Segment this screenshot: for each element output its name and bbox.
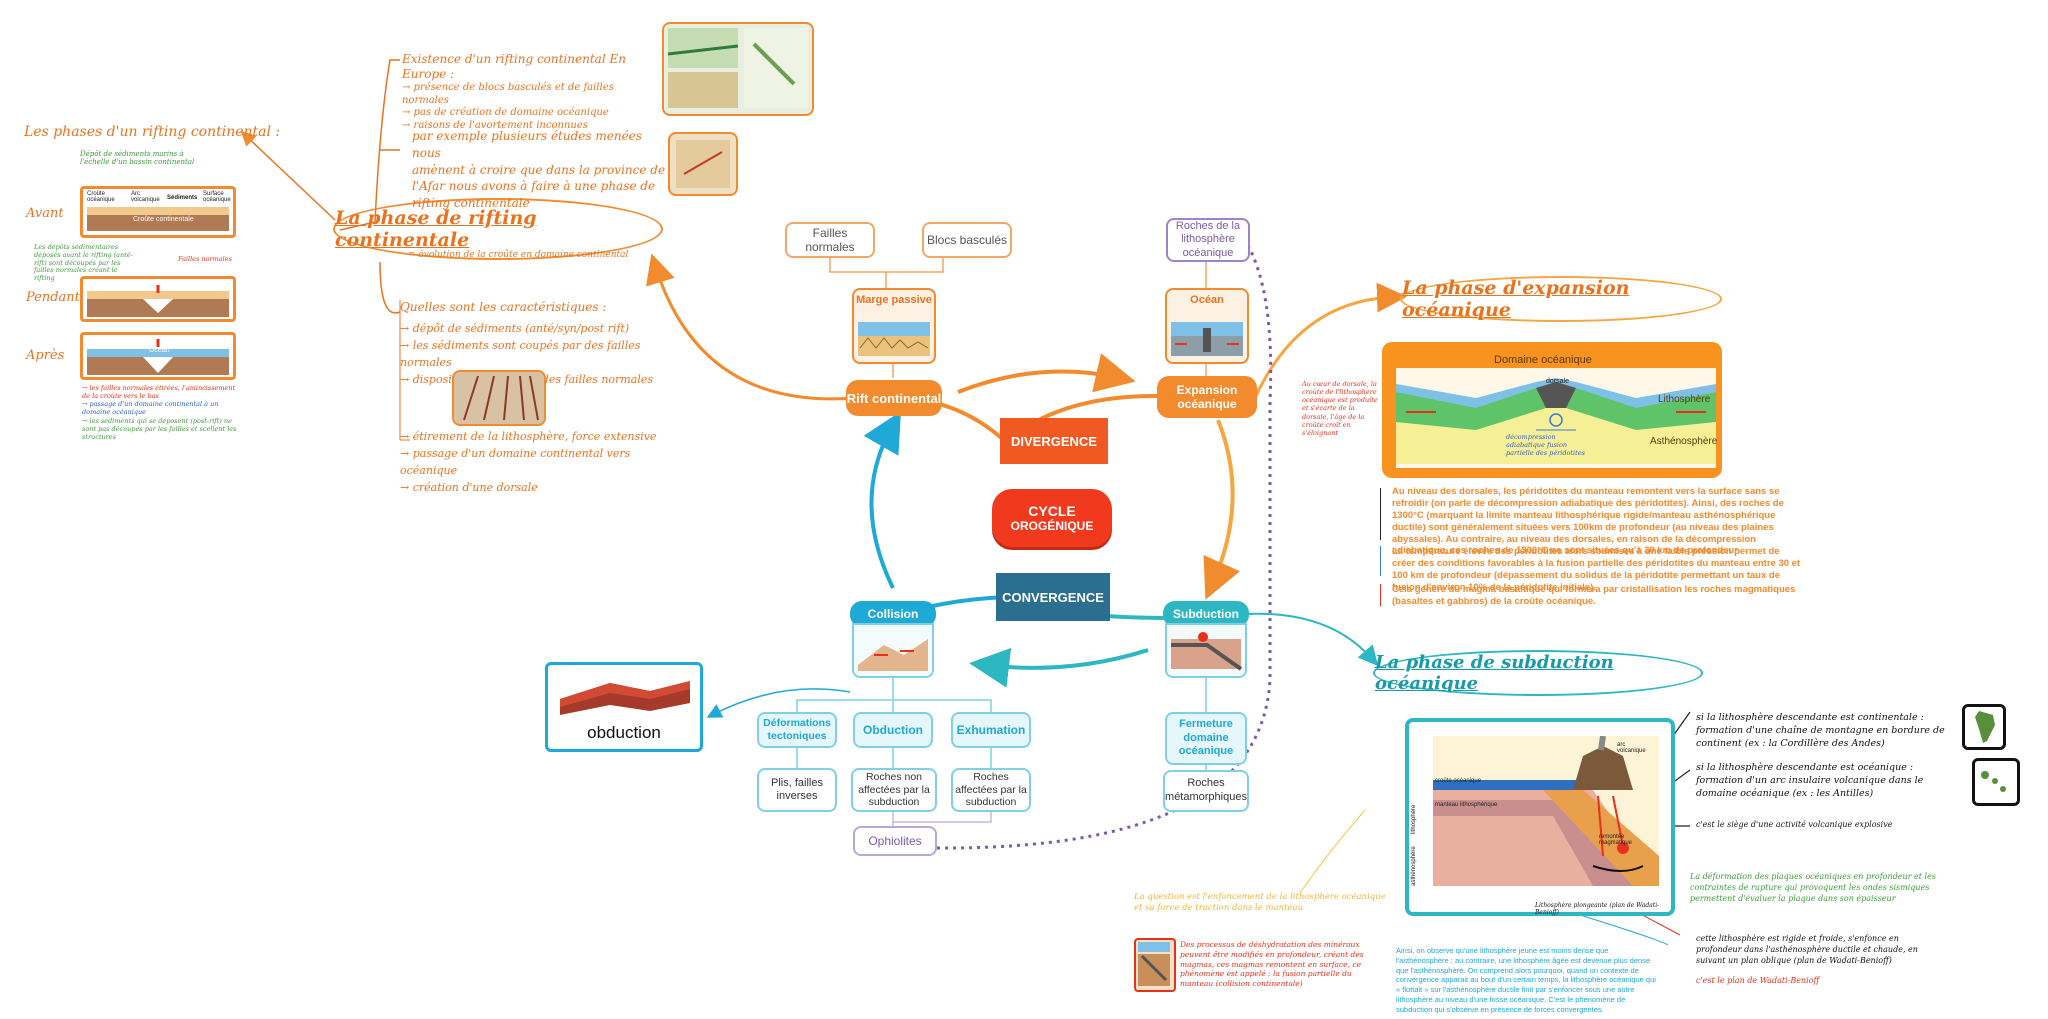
- expansion-panel[interactable]: Domaine océanique dorsale décompression …: [1382, 342, 1722, 478]
- node-blocs-bascules[interactable]: Blocs basculés: [922, 222, 1012, 258]
- left-note-failles: Failles normales: [178, 255, 232, 263]
- node-rift-continental[interactable]: Rift continental: [846, 380, 942, 416]
- lithosphere-label: Lithosphère: [1658, 394, 1711, 405]
- apres-label: Après: [26, 348, 65, 363]
- rifting-phases-title: Les phases d'un rifting continental :: [24, 124, 281, 140]
- collision-image: [858, 639, 928, 671]
- subduction-note-red: Des processus de déshydratation des miné…: [1180, 940, 1364, 988]
- dorsale-label: dorsale: [1546, 378, 1569, 385]
- expansion-paragraph-2: La température élevée des péridotites al…: [1392, 546, 1801, 593]
- divergence-box[interactable]: DIVERGENCE: [1000, 418, 1108, 464]
- node-roches-metamorphiques[interactable]: Roches métamorphiques: [1163, 770, 1249, 812]
- pendant-label: Pendant: [26, 290, 80, 305]
- ocean-title: Océan: [1190, 294, 1224, 306]
- decompression-label: décompression adiabatique fusion partiel…: [1506, 433, 1585, 457]
- marge-passive-title: Marge passive: [856, 294, 932, 306]
- expansion-phase-bubble[interactable]: La phase d'expansion océanique: [1400, 276, 1722, 322]
- subduction-note-continentale: si la lithosphère descendante est contin…: [1696, 712, 1945, 749]
- ophiolite-dotted-link: [936, 239, 1273, 850]
- convergence-label: CONVERGENCE: [1002, 589, 1104, 605]
- node-obduction[interactable]: Obduction: [853, 712, 933, 748]
- subduction-blue-paragraph: Ainsi, on observe qu'une lithosphère jeu…: [1396, 946, 1656, 1014]
- rifting-afar-notes: par exemple plusieurs études menées nous…: [412, 129, 666, 211]
- left-note-depot: Dépôt de sédiments marins à l'échelle d'…: [80, 150, 195, 167]
- rifting-characteristics-2: → étirement de la lithosphère, force ext…: [400, 430, 657, 495]
- subduction-note-black: cette lithosphère est rigide et froide, …: [1696, 934, 1918, 965]
- obduction-image-card[interactable]: obduction: [545, 662, 703, 752]
- antilles-map: [1972, 758, 2020, 806]
- ocean-card[interactable]: Océan: [1165, 288, 1249, 364]
- subduction-note-yellow: La question est l'enfoncement de la lith…: [1134, 892, 1386, 914]
- asthenosphere-label: Asthénosphère: [1650, 436, 1718, 447]
- marge-passive-card[interactable]: Marge passive: [852, 288, 936, 364]
- subduction-thumb: [1165, 623, 1247, 678]
- rifting-phase-title: La phase de rifting continentale: [335, 207, 537, 251]
- subduction-phase-title: La phase de subduction océanique: [1375, 652, 1614, 694]
- subduction-note-volcanique: c'est le siège d'une activité volcanique…: [1696, 820, 1893, 829]
- europe-map-image: [667, 28, 808, 108]
- afar-map-image: [676, 140, 730, 188]
- node-roches-lithosphere[interactable]: Roches de la lithosphère océanique: [1166, 218, 1250, 262]
- rifting-phase-subtitle: = évolution de la croûte en domaine cont…: [408, 250, 629, 260]
- collision-thumb: [852, 623, 934, 678]
- expansion-diagram: [1396, 368, 1716, 468]
- node-failles-normales[interactable]: Failles normales: [785, 222, 875, 258]
- subduction-panel[interactable]: arc volcanique croûte océanique manteau …: [1405, 718, 1675, 916]
- south-america-map: [1962, 704, 2006, 750]
- pendant-diagram[interactable]: [80, 276, 236, 322]
- failles-photo-thumb[interactable]: [452, 370, 546, 426]
- node-collision[interactable]: Collision: [850, 601, 936, 627]
- avant-diagram[interactable]: Croûte océanique Arc volcanique Sédiment…: [80, 186, 236, 238]
- convergence-box[interactable]: CONVERGENCE: [996, 573, 1110, 621]
- subduction-image: [1171, 632, 1243, 671]
- subduction-note-green: La déformation des plaques océaniques en…: [1690, 872, 1936, 903]
- afar-map-thumb[interactable]: [668, 132, 738, 196]
- node-subduction[interactable]: Subduction: [1163, 601, 1249, 627]
- cycle-orogenique-box[interactable]: CYCLE OROGÉNIQUE: [992, 489, 1112, 547]
- left-panel-notes: → les failles normales étirées, l'aminci…: [82, 384, 237, 441]
- expansion-brace: [1380, 488, 1385, 540]
- apres-diagram[interactable]: Océan: [80, 332, 236, 380]
- domaine-oceanique-label: Domaine océanique: [1494, 354, 1592, 366]
- europe-map-thumb[interactable]: [662, 22, 814, 116]
- arrow-rift-to-expansion: [957, 353, 1136, 394]
- node-expansion-oceanique[interactable]: Expansion océanique: [1157, 376, 1257, 418]
- arrow-subduction-to-collision: [969, 647, 1149, 688]
- obduction-illustration: [560, 681, 690, 715]
- expansion-brace-2: [1380, 546, 1385, 576]
- obduction-caption: obduction: [587, 723, 661, 742]
- node-deformations-tectoniques[interactable]: Déformations tectoniques: [757, 712, 837, 748]
- divergence-label: DIVERGENCE: [1011, 433, 1097, 449]
- subduction-small-thumb: [1134, 938, 1176, 992]
- arrow-expansion-to-subduction: [1203, 419, 1241, 600]
- marge-passive-image: [858, 322, 930, 356]
- expansion-note-left: Au cœur de dorsale, la croûte de l'litho…: [1302, 380, 1378, 437]
- node-ophiolites[interactable]: Ophiolites: [853, 826, 937, 856]
- expansion-brace-3: [1380, 584, 1385, 606]
- avant-label: Avant: [26, 206, 64, 221]
- failles-photo-image: [463, 375, 539, 421]
- cycle-label-2: OROGÉNIQUE: [1010, 519, 1094, 533]
- rifting-phase-bubble[interactable]: La phase de rifting continentale: [333, 198, 663, 260]
- subduction-phase-bubble[interactable]: La phase de subduction océanique: [1373, 650, 1703, 696]
- cycle-label-1: CYCLE: [1028, 503, 1076, 519]
- expansion-paragraph-3: Cela génère du magma basaltique qui form…: [1392, 584, 1796, 607]
- expansion-paragraph-1: Au niveau des dorsales, les péridotites …: [1392, 486, 1784, 557]
- left-note-depots-pendant: Les dépôts sédimentaires déposés avant l…: [34, 243, 133, 283]
- subduction-note-red-bottom: c'est le plan de Wadati-Benioff: [1696, 976, 1820, 985]
- subduction-note-oceanique: si la lithosphère descendante est océani…: [1696, 762, 1924, 799]
- ocean-image: [1171, 322, 1243, 356]
- subduction-diagram: [1433, 736, 1659, 886]
- node-exhumation[interactable]: Exhumation: [951, 712, 1031, 748]
- node-fermeture-domaine[interactable]: Fermeture domaine océanique: [1165, 712, 1247, 765]
- node-roches-affectees[interactable]: Roches affectées par la subduction: [951, 768, 1031, 812]
- arrow-collision-to-rift: [863, 411, 901, 589]
- node-roches-non-affectees[interactable]: Roches non affectées par la subduction: [851, 768, 937, 812]
- expansion-phase-title: La phase d'expansion océanique: [1402, 277, 1630, 321]
- rifting-europe-notes: Existence d'un rifting continental En Eu…: [402, 52, 626, 131]
- node-plis-failles[interactable]: Plis, failles inverses: [757, 768, 837, 812]
